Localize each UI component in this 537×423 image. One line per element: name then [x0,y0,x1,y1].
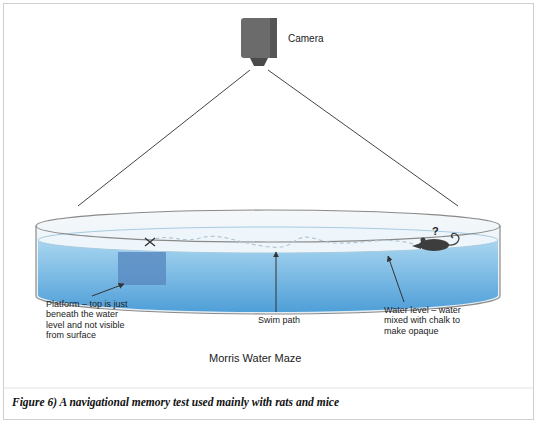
view-line [268,70,458,206]
camera-icon [241,18,277,66]
platform-label: Platform – top is just beneath the water… [46,299,130,340]
swim-path-label: Swim path [258,315,300,325]
caption-rule [4,388,534,389]
water-level-label: Water level – water mixed with chalk to … [384,305,480,336]
diagram-title: Morris Water Maze [209,352,302,364]
view-line [78,70,250,206]
figure-caption: Figure 6) A navigational memory test use… [12,396,339,408]
water-tank [36,210,500,314]
frame [4,4,534,420]
leader-line [388,256,404,302]
leader-line [92,284,124,296]
platform [118,252,166,285]
target-mark [145,238,155,246]
swim-path [150,236,420,247]
leader-line [276,252,277,312]
question-mark: ? [432,225,439,238]
camera-label: Camera [288,33,324,45]
